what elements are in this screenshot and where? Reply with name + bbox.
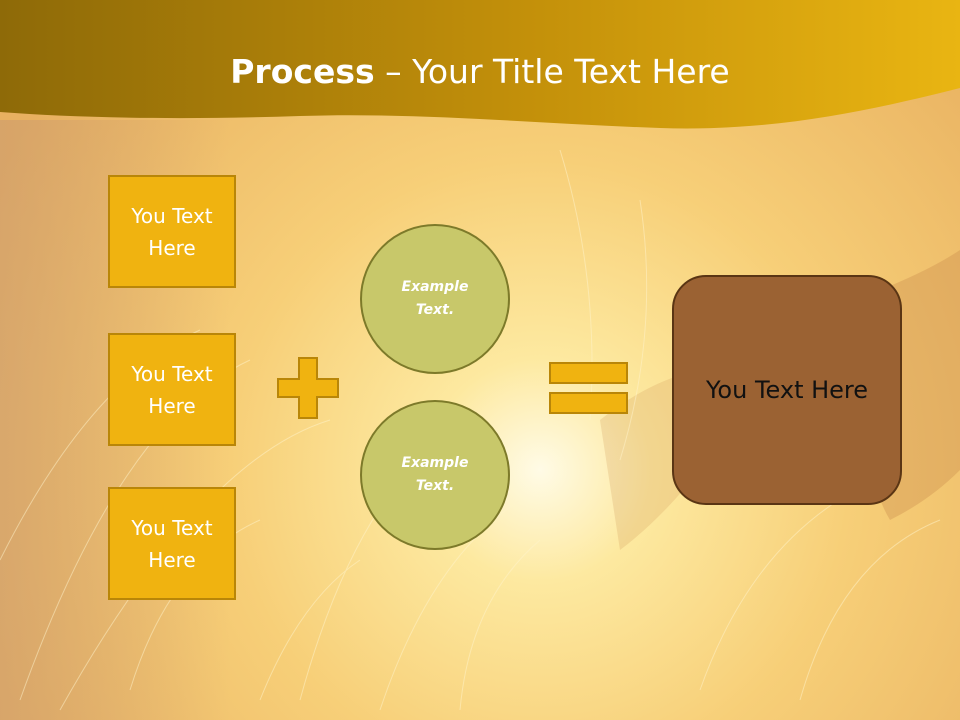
circle-label: Example Text. — [401, 279, 469, 318]
equals-icon — [549, 362, 628, 414]
input-box-3[interactable]: You Text Here — [108, 487, 236, 600]
result-label: You Text Here — [705, 376, 869, 404]
plus-icon — [277, 357, 339, 419]
slide-title: Process – Your Title Text Here — [0, 52, 960, 91]
example-circle-1[interactable]: Example Text. — [360, 224, 510, 374]
input-box-1[interactable]: You Text Here — [108, 175, 236, 288]
example-circle-2[interactable]: Example Text. — [360, 400, 510, 550]
title-rest: – Your Title Text Here — [374, 52, 730, 91]
result-box[interactable]: You Text Here — [672, 275, 902, 505]
input-box-2[interactable]: You Text Here — [108, 333, 236, 446]
title-bold-part: Process — [230, 52, 375, 91]
input-box-label: You Text Here — [131, 361, 213, 418]
input-box-label: You Text Here — [131, 515, 213, 572]
circle-label: Example Text. — [401, 455, 469, 494]
input-box-label: You Text Here — [131, 203, 213, 260]
